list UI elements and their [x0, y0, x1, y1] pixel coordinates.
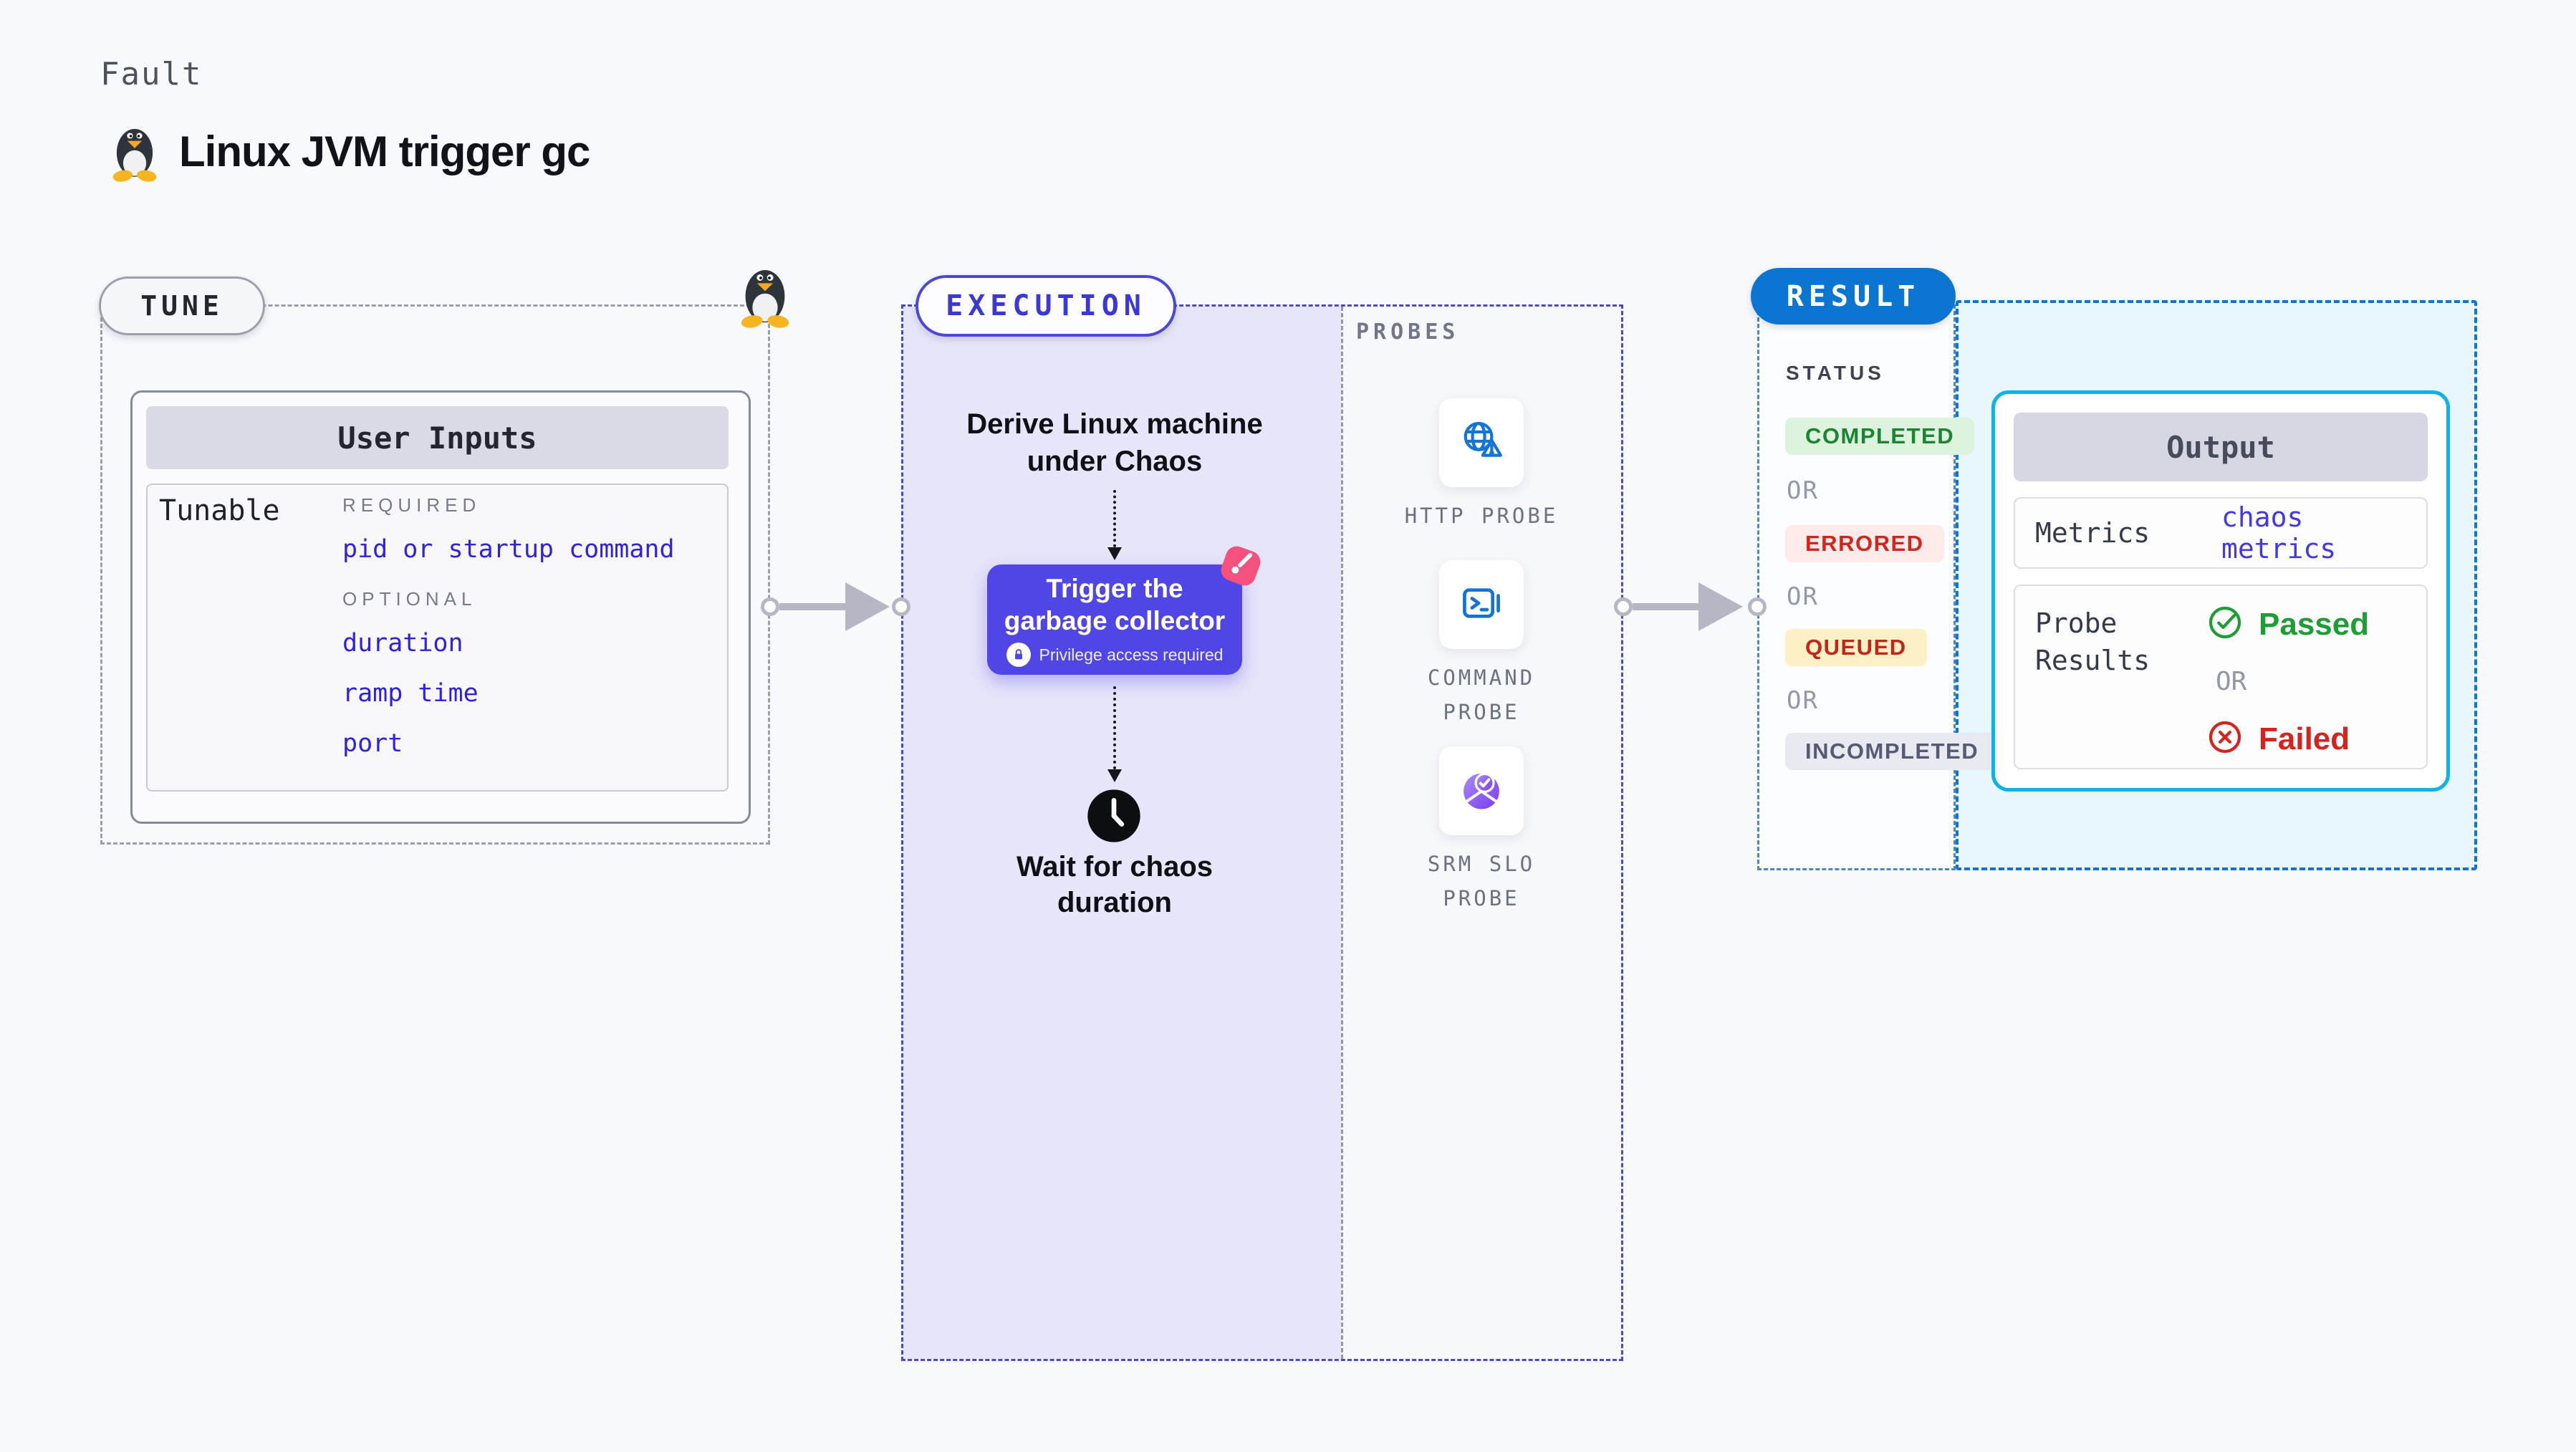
- slo-gauge-icon: [1457, 765, 1506, 817]
- trigger-gc-node: Trigger the garbage collector Privilege …: [987, 564, 1242, 675]
- command-probe-label: COMMAND PROBE: [1427, 665, 1536, 724]
- status-or-separator: OR: [1787, 582, 1819, 611]
- http-probe-label: HTTP PROBE: [1404, 504, 1559, 528]
- globe-alert-icon: [1457, 417, 1506, 469]
- terminal-icon: [1457, 579, 1506, 631]
- tune-panel: [100, 304, 770, 845]
- probe-or-separator: OR: [2216, 667, 2247, 696]
- wait-step-label: Wait for chaos duration: [1016, 851, 1213, 918]
- probe-results-values: Passed OR Failed: [2207, 605, 2369, 759]
- tunable-body: [146, 484, 729, 792]
- required-heading: REQUIRED: [342, 494, 481, 516]
- srm-slo-probe-card: [1439, 746, 1524, 835]
- tux-penguin-icon: [736, 261, 794, 328]
- clock-icon: [1085, 787, 1143, 848]
- connector-dot: [892, 597, 910, 616]
- privilege-note: Privilege access required: [1039, 645, 1224, 664]
- x-circle-icon: [2207, 719, 2243, 759]
- check-circle-icon: [2207, 605, 2243, 644]
- flow-arrow: [1113, 490, 1116, 547]
- tux-penguin-icon: [109, 120, 160, 182]
- connector-dot: [761, 597, 779, 616]
- fault-title-row: Linux JVM trigger gc: [109, 120, 590, 182]
- connector-line: [1633, 603, 1698, 610]
- probe-results-label: Probe Results: [2035, 607, 2150, 676]
- probe-results-row: Probe Results Passed OR: [2014, 585, 2428, 769]
- execution-panel-border: [901, 304, 1623, 1361]
- tunable-item-ramp-time: ramp time: [342, 679, 479, 708]
- page-title: Linux JVM trigger gc: [179, 127, 590, 176]
- user-inputs-header: User Inputs: [146, 406, 729, 469]
- tune-pill: TUNE: [99, 277, 265, 335]
- privilege-note-row: Privilege access required: [1006, 643, 1224, 667]
- status-badge-queued: QUEUED: [1785, 629, 1927, 666]
- passed-result: Passed: [2207, 605, 2369, 644]
- connector-arrowhead-icon: [1698, 582, 1743, 631]
- status-badge-incompleted: INCOMPLETED: [1785, 733, 1999, 770]
- probes-divider: [1341, 307, 1343, 1359]
- flow-arrow: [1113, 686, 1116, 769]
- tunable-row-label: Tunable: [159, 494, 280, 527]
- connector-arrowhead-icon: [845, 582, 890, 631]
- output-card-header: Output: [2014, 413, 2428, 481]
- lock-icon: [1006, 643, 1031, 667]
- execution-pill: EXECUTION: [915, 275, 1176, 337]
- status-badge-errored: ERRORED: [1785, 525, 1944, 562]
- result-pill: RESULT: [1751, 268, 1956, 324]
- status-panel: [1757, 304, 1956, 870]
- derive-step-label: Derive Linux machine under Chaos: [966, 408, 1263, 477]
- status-or-separator: OR: [1787, 686, 1819, 715]
- output-card: Output Metrics chaos metrics Probe Resul…: [1991, 390, 2450, 792]
- connector-line: [779, 603, 845, 610]
- http-probe-card: [1439, 398, 1524, 487]
- metrics-row: Metrics chaos metrics: [2014, 497, 2428, 569]
- connector-dot: [1748, 597, 1767, 616]
- tunable-item-pid: pid or startup command: [342, 535, 675, 564]
- metrics-value: chaos metrics: [2221, 501, 2337, 564]
- tunable-list: REQUIRED pid or startup command OPTIONAL…: [342, 494, 715, 779]
- command-probe-card: [1439, 560, 1524, 649]
- failed-label: Failed: [2259, 721, 2350, 756]
- metrics-label: Metrics: [2035, 517, 2150, 549]
- tunable-item-duration: duration: [342, 629, 463, 658]
- fault-eyebrow: Fault: [100, 56, 203, 92]
- status-badge-completed: COMPLETED: [1785, 418, 1975, 455]
- connector-dot: [1614, 597, 1633, 616]
- status-or-separator: OR: [1787, 476, 1819, 505]
- trigger-gc-label: Trigger the garbage collector: [1004, 574, 1226, 635]
- passed-label: Passed: [2259, 606, 2370, 642]
- flow-arrowhead-icon: [1107, 769, 1122, 782]
- flow-arrowhead-icon: [1107, 547, 1122, 560]
- probes-heading: PROBES: [1356, 319, 1460, 345]
- tunable-item-port: port: [342, 729, 403, 758]
- optional-heading: OPTIONAL: [342, 588, 477, 610]
- failed-result: Failed: [2207, 719, 2369, 759]
- chaos-marker-icon: [1213, 539, 1268, 597]
- status-heading: STATUS: [1786, 362, 1885, 384]
- srm-slo-probe-label: SRM SLO PROBE: [1427, 852, 1536, 910]
